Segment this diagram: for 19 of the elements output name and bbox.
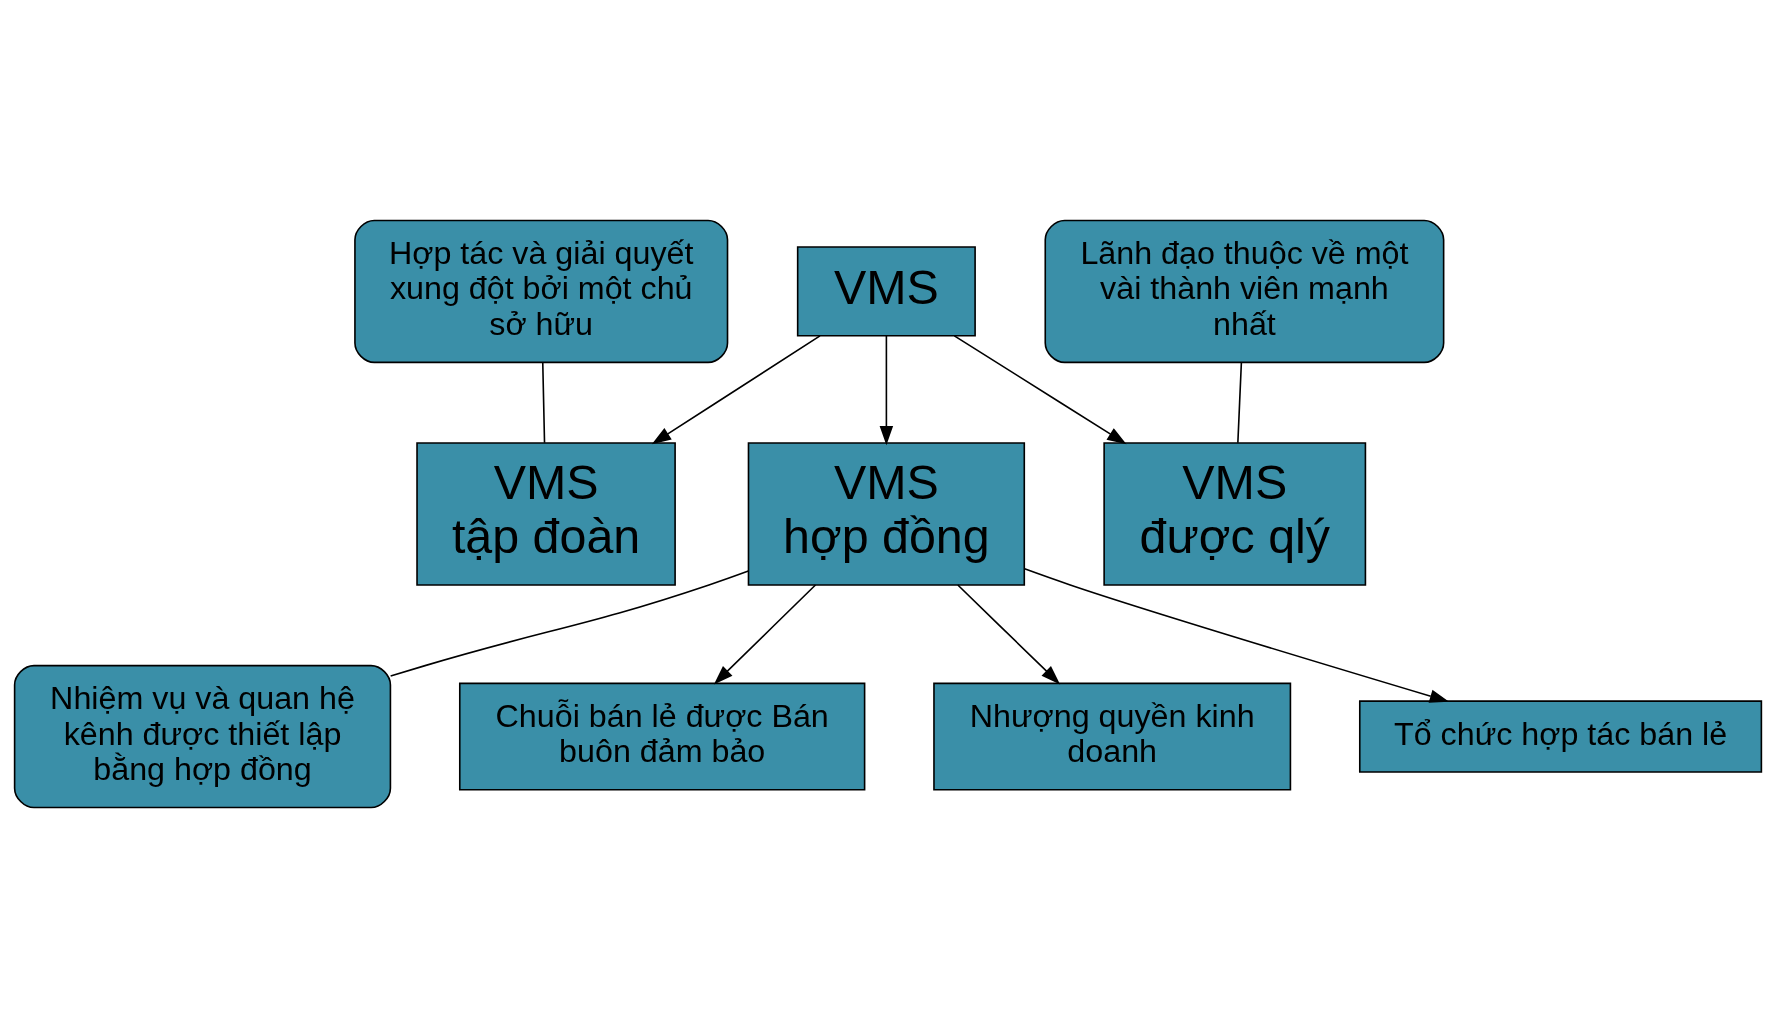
node-box: Tổ chức hợp tác bán lẻ <box>1358 700 1763 773</box>
arrow <box>713 584 817 685</box>
node-box: Lãnh đạo thuộc về một vài thành viên mạnh nhất <box>1044 219 1445 364</box>
node-box: VMS <box>796 246 976 337</box>
arrow <box>1023 568 1450 703</box>
node-box: Chuỗi bán lẻ được Bán buôn đảm bảo <box>458 682 866 791</box>
arrow <box>651 335 821 445</box>
arrow <box>953 335 1127 445</box>
arrow <box>957 584 1061 685</box>
node-box: VMS tập đoàn <box>416 442 676 586</box>
connector <box>389 570 750 677</box>
node-box: VMS được qlý <box>1103 442 1367 586</box>
node-box: VMS hợp đồng <box>747 442 1026 586</box>
node-box: Nhượng quyền kinh doanh <box>933 682 1292 791</box>
connector <box>1237 361 1243 444</box>
node-box: Nhiệm vụ và quan hệ kênh được thiết lập bằng hợp đồng <box>13 664 392 809</box>
arrow <box>879 335 894 446</box>
node-box: Hợp tác và giải quyết xung đột bởi một chủ sở hữu <box>354 219 729 364</box>
connector <box>541 361 546 444</box>
